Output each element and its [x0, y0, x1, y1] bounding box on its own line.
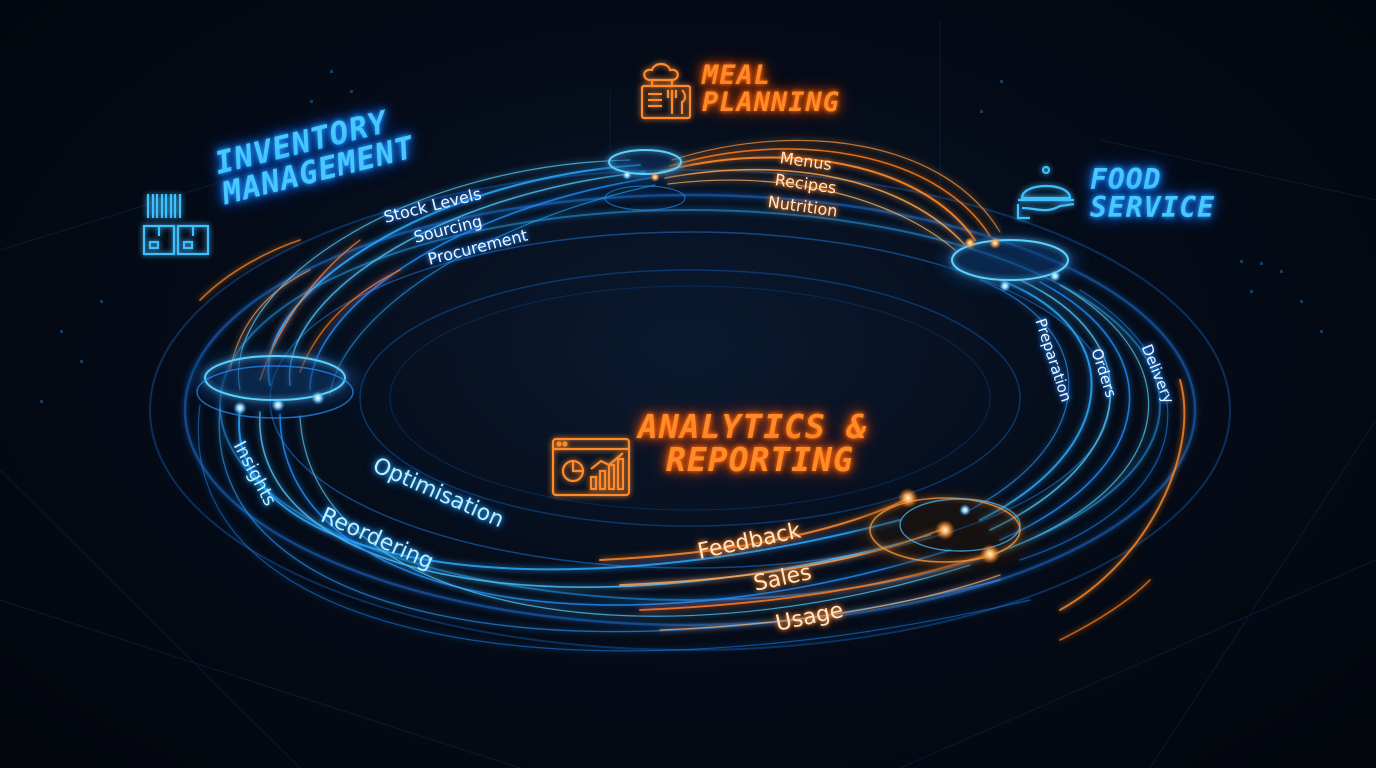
cloche-serving-icon	[1016, 165, 1075, 220]
barcode-boxes-icon	[142, 194, 210, 256]
hub-inventory	[190, 350, 360, 419]
food-title-line2: SERVICE	[1090, 191, 1216, 224]
food-title-line1: FOOD	[1090, 163, 1162, 196]
hub-analytics	[855, 488, 1035, 575]
analytics-title-line2: REPORTING	[666, 440, 854, 479]
dashboard-chart-icon	[551, 437, 631, 497]
meal-planning-title: MEAL PLANNING	[702, 62, 840, 116]
food-service-title: FOOD SERVICE	[1090, 166, 1215, 222]
analytics-reporting-title: ANALYTICS & REPORTING	[638, 410, 868, 476]
chef-menu-icon	[640, 62, 692, 120]
analytics-title-line1: ANALYTICS &	[638, 407, 868, 446]
meal-title-line1: MEAL	[702, 60, 772, 91]
hub-food-service	[940, 236, 1080, 292]
fiber-service-to-analytics	[969, 279, 1169, 561]
background-particles	[40, 70, 1323, 403]
fiber-meal-to-service	[659, 139, 1001, 251]
orange-accent-arcs	[199, 239, 1186, 641]
background-grid	[0, 20, 1376, 768]
hub-meal-planning	[600, 149, 690, 211]
meal-title-line2: PLANNING	[702, 87, 841, 118]
